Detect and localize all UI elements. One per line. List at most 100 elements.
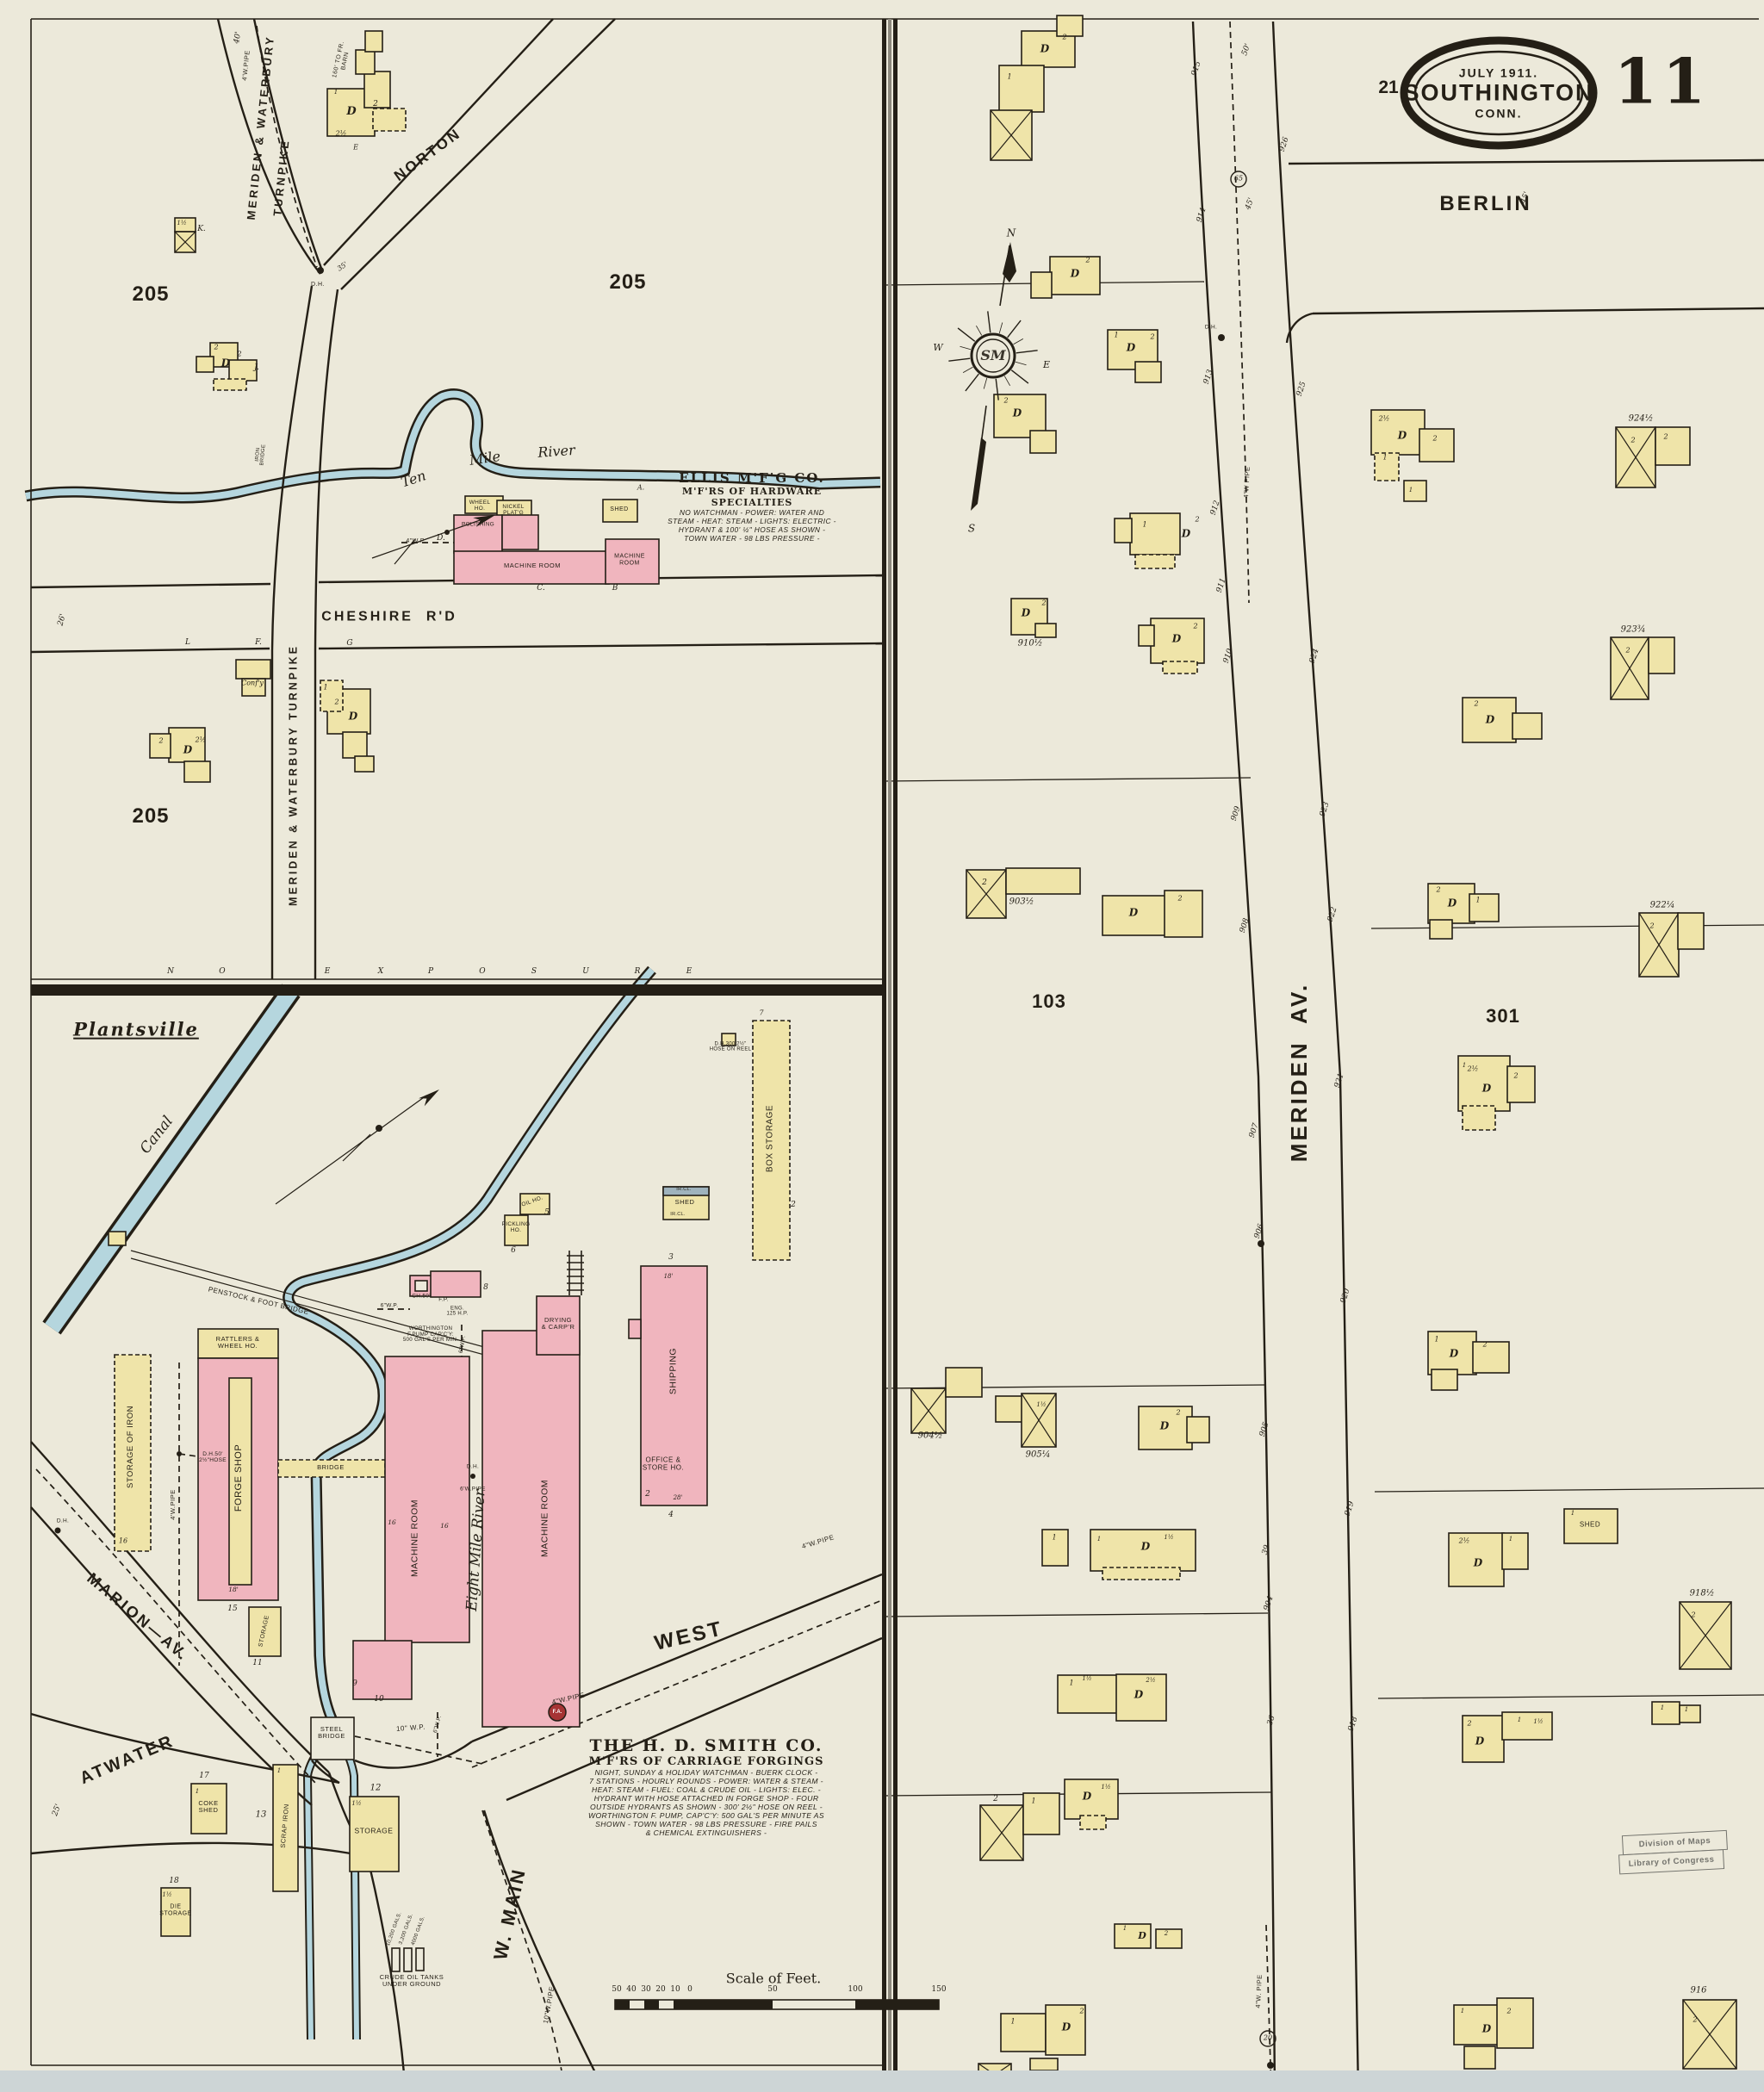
- line: [216, 18, 321, 275]
- map-label: E: [353, 143, 358, 152]
- building: [228, 359, 258, 382]
- line: [482, 1810, 606, 2092]
- building: [235, 659, 271, 680]
- waterways: [24, 388, 881, 2040]
- line: [881, 777, 1252, 782]
- map-label: 2: [982, 878, 987, 888]
- building: [277, 1459, 386, 1478]
- building: [1049, 256, 1101, 295]
- map-label: 16: [118, 1536, 128, 1545]
- building: [1162, 661, 1198, 674]
- map-label: 2: [214, 343, 219, 351]
- map-label: O: [219, 967, 226, 977]
- map-label: 904½: [917, 1431, 943, 1441]
- building-cross: [966, 869, 1007, 919]
- building: [1021, 30, 1076, 68]
- dwelling-mark: D: [1481, 1082, 1492, 1095]
- map-label: 1: [1382, 453, 1388, 462]
- dwelling-mark: D: [1181, 527, 1191, 540]
- north-arrow-head: [473, 515, 495, 527]
- building-cross: [1638, 912, 1680, 978]
- line: [314, 289, 339, 979]
- building: [349, 1796, 400, 1872]
- map-label: D.H.50'2½"HOSE: [199, 1450, 227, 1463]
- map-label: 1: [1096, 1536, 1102, 1543]
- map-label: 2: [1506, 2007, 1512, 2015]
- building: [1138, 624, 1155, 647]
- compass-ray: [1013, 338, 1024, 345]
- line: [1374, 1487, 1764, 1493]
- building: [372, 108, 407, 132]
- map-label: 1½: [1082, 1675, 1092, 1683]
- building: [183, 760, 211, 783]
- map-label: X: [377, 967, 384, 977]
- line: [354, 1735, 483, 1765]
- map-label: 1: [1031, 1797, 1036, 1805]
- map-label: 0: [687, 1985, 693, 1995]
- building: [1512, 712, 1543, 740]
- building: [662, 1186, 710, 1196]
- map-label: O: [479, 967, 486, 977]
- hydrant-dot: [376, 1125, 382, 1132]
- map-label: 2: [1085, 256, 1090, 264]
- map-label: 17: [199, 1772, 209, 1781]
- line: [30, 582, 271, 589]
- dwelling-mark: D: [346, 104, 357, 118]
- building: [248, 1606, 282, 1657]
- building: [519, 1193, 550, 1215]
- hydrant-dot: [1218, 334, 1225, 341]
- map-label: 2½: [1378, 414, 1390, 423]
- map-label: 916: [1690, 1985, 1707, 1996]
- map-label: R: [634, 967, 641, 977]
- map-label: 15: [227, 1605, 238, 1614]
- dwelling-mark: D: [1449, 1347, 1459, 1360]
- building: [108, 1231, 127, 1246]
- map-label: IR.CL.: [676, 1187, 692, 1193]
- building: [1155, 1928, 1183, 1949]
- map-label: N: [167, 967, 174, 977]
- compass-ray: [1016, 350, 1038, 354]
- building: [1403, 480, 1427, 502]
- building: [1462, 1715, 1505, 1763]
- map-label: SHIPPING: [668, 1347, 679, 1395]
- map-label: 2: [1663, 432, 1668, 441]
- line: [481, 1810, 566, 2092]
- compass-north-spear: [1003, 242, 1016, 282]
- map-label: A.: [637, 483, 645, 492]
- library-of-congress-stamp: Division of Maps Library of Congress: [1618, 1829, 1729, 1875]
- river-water: [25, 390, 881, 501]
- map-label: 20: [655, 1985, 666, 1995]
- line: [30, 1441, 330, 1773]
- building-cross: [990, 109, 1033, 161]
- map-label: D.H.: [466, 1463, 480, 1470]
- building: [1501, 1711, 1553, 1741]
- block-number: 301: [1486, 1005, 1520, 1027]
- street-label: BERLIN: [1439, 192, 1532, 216]
- map-label: K.: [197, 225, 206, 234]
- building: [1115, 1673, 1167, 1722]
- note-line: OUTSIDE HYDRANTS AS SHOWN - 300' 2½" HOS…: [589, 1803, 823, 1811]
- map-label: E: [686, 967, 693, 977]
- building-cross: [979, 1804, 1024, 1861]
- building: [1462, 1105, 1496, 1131]
- line: [1191, 21, 1276, 2092]
- block-number: 103: [1032, 990, 1066, 1013]
- compass-ray: [1003, 376, 1010, 387]
- map-label: 1: [1660, 1704, 1665, 1712]
- line: [30, 1841, 351, 1855]
- block-number: 205: [132, 804, 170, 829]
- compass-ray: [976, 325, 983, 336]
- map-label: D.H.: [311, 282, 325, 289]
- compass-ray: [962, 366, 973, 373]
- dwelling-mark: D: [220, 357, 231, 369]
- map-label: 7: [759, 1009, 764, 1017]
- map-label: 1½: [162, 1891, 172, 1899]
- panel-divider-gap: [888, 19, 891, 2070]
- building: [1005, 867, 1081, 895]
- building: [1186, 1416, 1210, 1443]
- dwelling-mark: D: [1070, 267, 1080, 280]
- block-number: 205: [132, 282, 170, 307]
- building: [1429, 919, 1453, 940]
